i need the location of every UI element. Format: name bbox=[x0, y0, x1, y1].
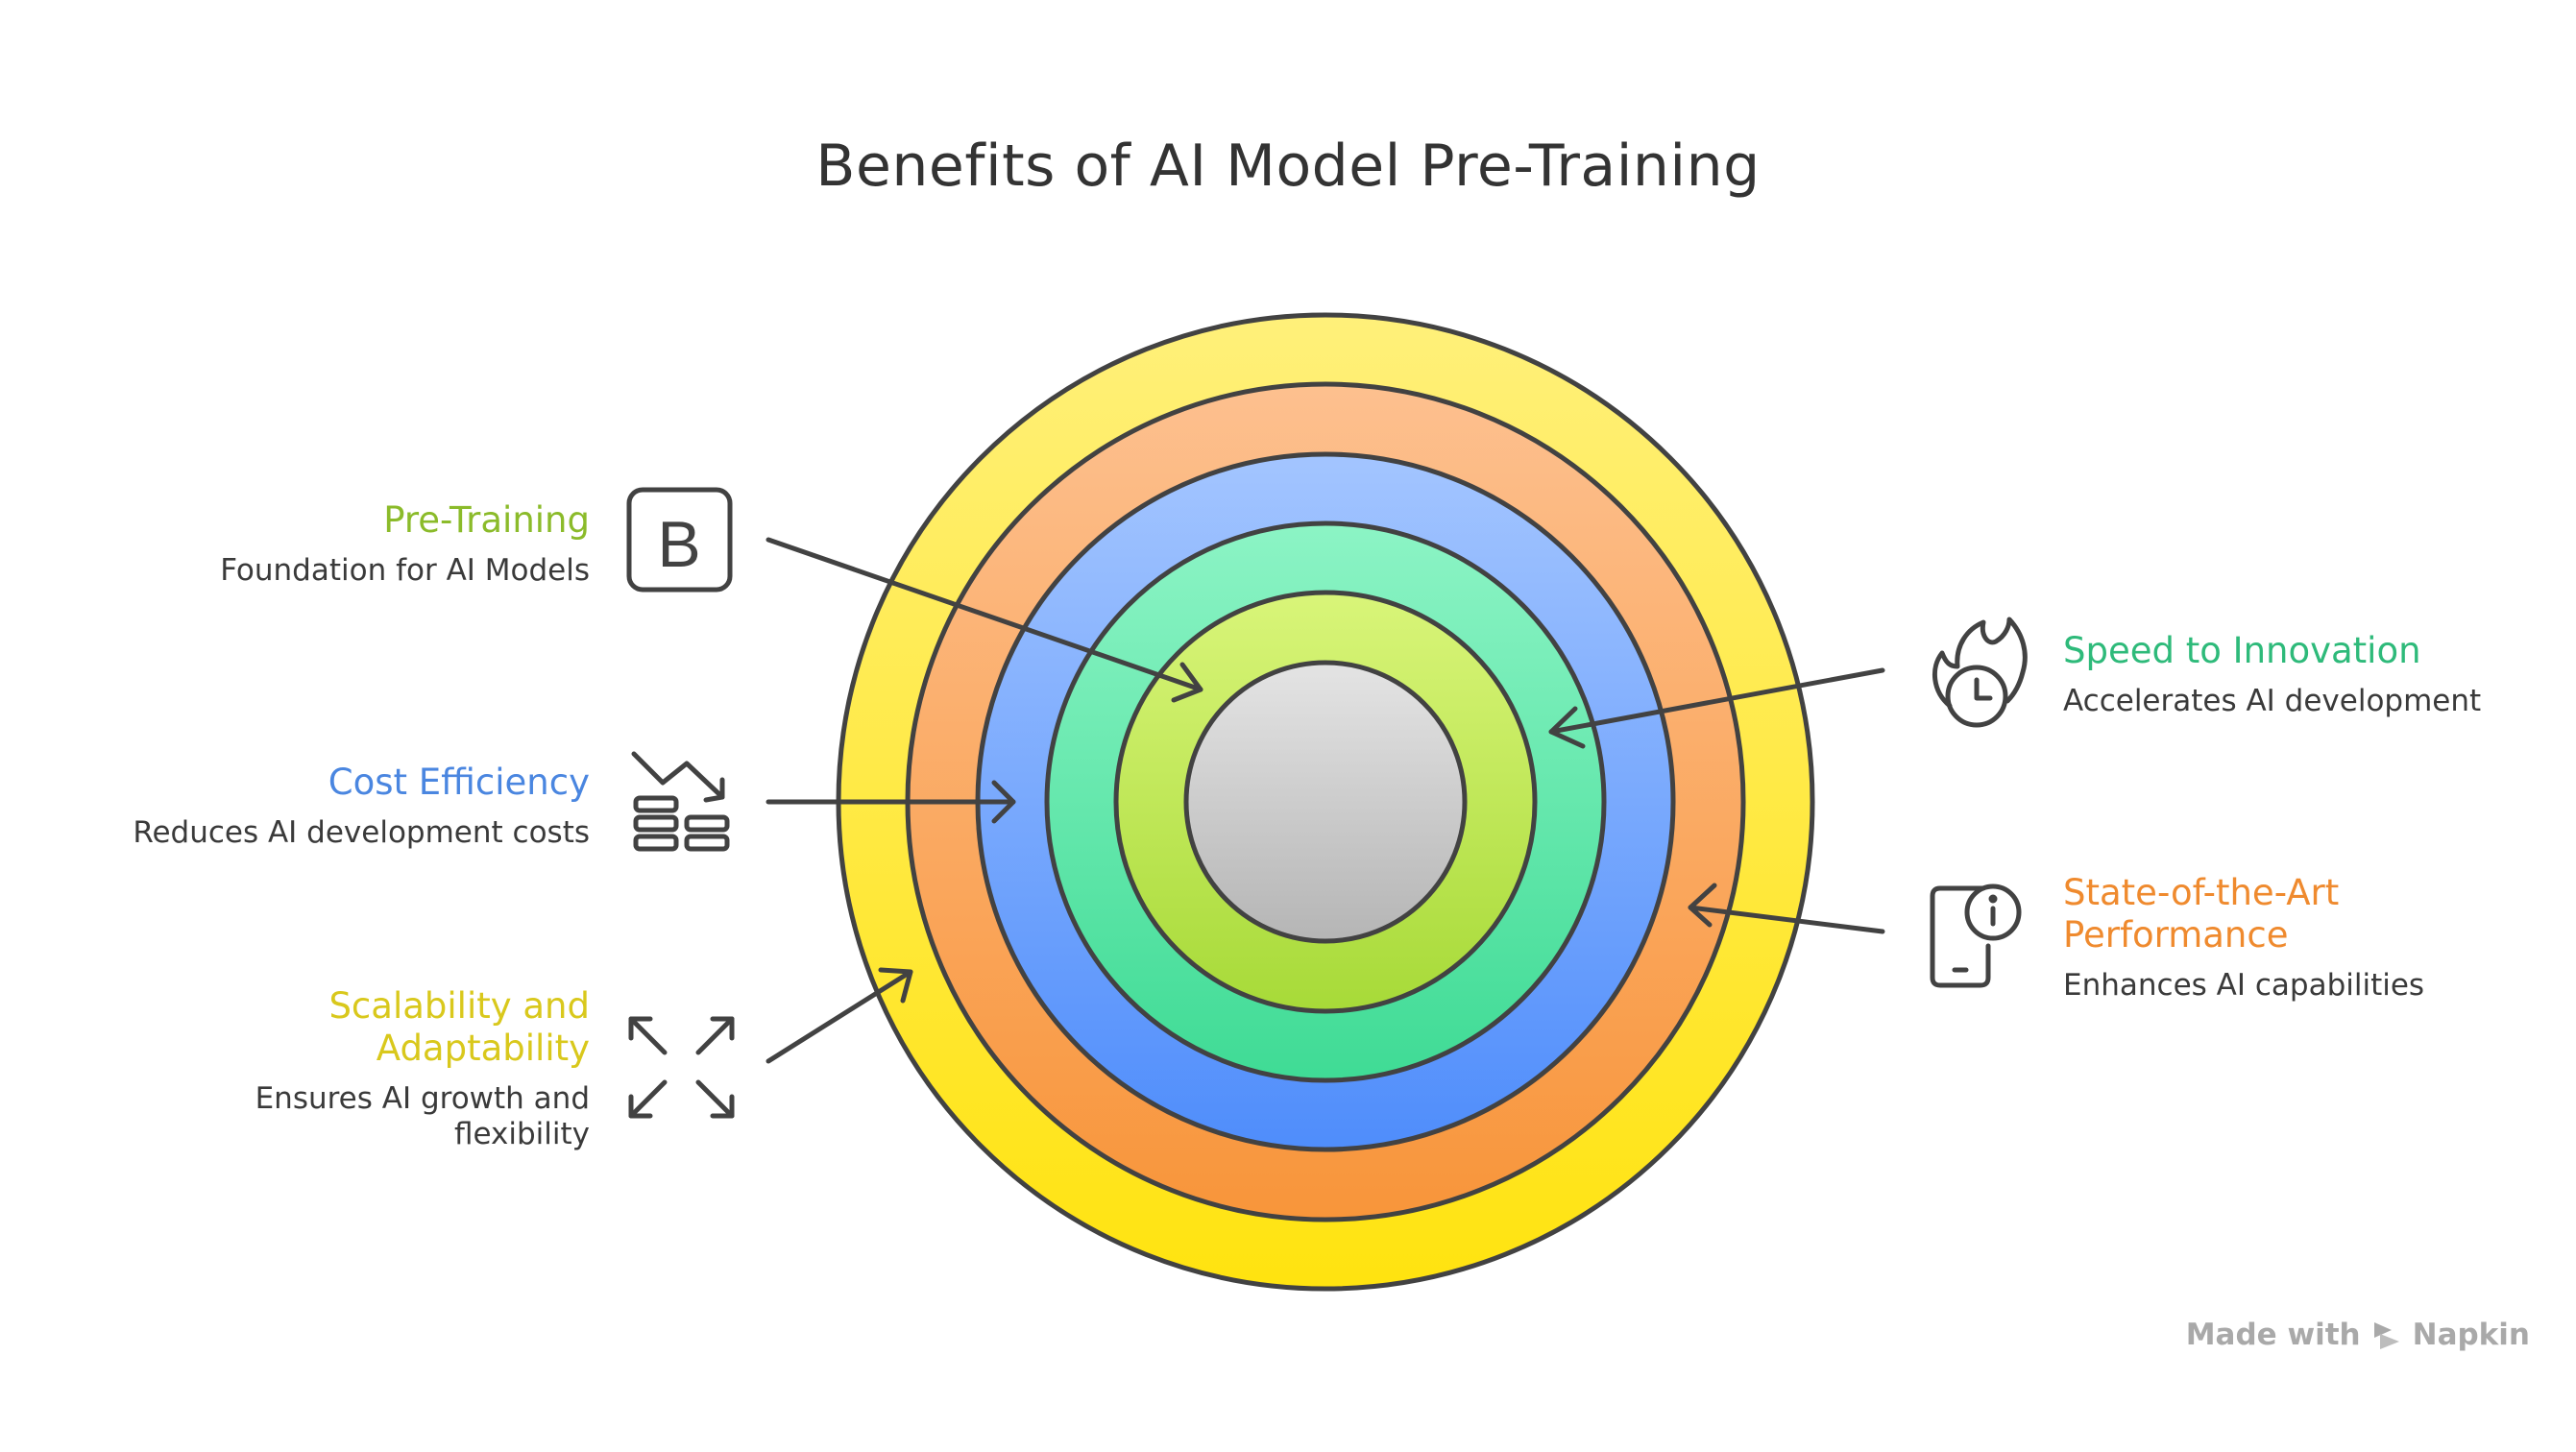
state-title-1: State-of-the-Art bbox=[2063, 872, 2340, 913]
arrow-speed bbox=[1548, 667, 1885, 749]
cost-desc: Reduces AI development costs bbox=[133, 815, 590, 850]
speed-label: Speed to Innovation Accelerates AI devel… bbox=[2063, 630, 2481, 719]
scalability-desc-2: flexibility bbox=[453, 1117, 590, 1151]
letter-b-box-icon: B bbox=[626, 487, 733, 593]
napkin-brand: Napkin bbox=[2412, 1318, 2530, 1352]
state-title-2: Performance bbox=[2063, 914, 2289, 956]
state-label: State-of-the-Art Performance Enhances AI… bbox=[2063, 872, 2424, 1004]
arrow-state bbox=[1688, 883, 1885, 934]
scalability-title-2: Adaptability bbox=[376, 1028, 590, 1069]
scalability-label: Scalability and Adaptability Ensures AI … bbox=[255, 985, 590, 1152]
concentric-rings bbox=[836, 312, 1815, 1292]
icon-glyph: B bbox=[657, 508, 700, 581]
phone-info-icon bbox=[1930, 883, 2022, 988]
napkin-logo-icon bbox=[2373, 1322, 2399, 1349]
arrow-scalability bbox=[766, 967, 913, 1064]
speed-title: Speed to Innovation bbox=[2063, 630, 2421, 671]
speed-desc: Accelerates AI development bbox=[2063, 684, 2482, 718]
fire-clock-icon bbox=[1932, 617, 2028, 728]
pretraining-label: Pre-Training Foundation for AI Models bbox=[220, 499, 590, 589]
arrow-pretraining bbox=[766, 537, 1203, 703]
page-title: Benefits of AI Model Pre-Training bbox=[815, 133, 1761, 200]
arrow-cost bbox=[766, 780, 1016, 824]
made-with-text: Made with bbox=[2185, 1318, 2361, 1352]
scalability-title-1: Scalability and bbox=[328, 985, 590, 1027]
cost-decrease-icon bbox=[631, 751, 730, 852]
core-circle bbox=[1183, 660, 1468, 944]
scalability-desc-1: Ensures AI growth and bbox=[255, 1081, 590, 1116]
napkin-footer[interactable]: Made with Napkin bbox=[2186, 1318, 2530, 1352]
cost-label: Cost Efficiency Reduces AI development c… bbox=[133, 762, 590, 851]
cost-title: Cost Efficiency bbox=[328, 762, 590, 803]
expand-arrows-icon bbox=[628, 1016, 735, 1119]
pretraining-title: Pre-Training bbox=[383, 499, 590, 541]
state-desc: Enhances AI capabilities bbox=[2063, 968, 2425, 1003]
pretraining-desc: Foundation for AI Models bbox=[220, 553, 590, 588]
